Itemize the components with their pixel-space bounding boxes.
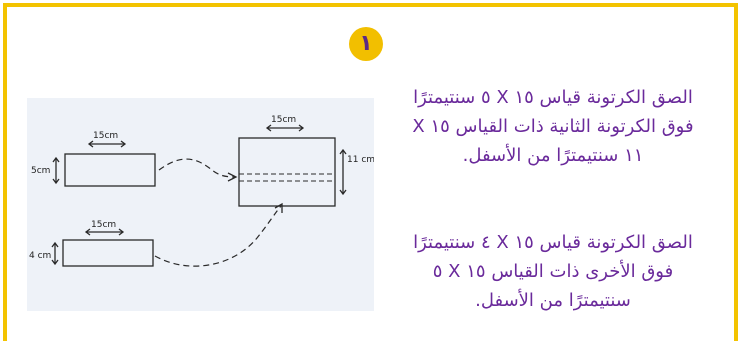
- instruction-1-line-3: ١١ سنتيمترًا من الأسفل.: [462, 145, 644, 166]
- result-rectangle: [238, 137, 336, 207]
- step-number-badge: ١: [349, 27, 383, 61]
- instruction-2-line-2: فوق الأخرى ذات القياس ١٥ X ٥: [432, 261, 674, 282]
- bottom-height-label: 4 cm: [29, 251, 51, 261]
- bottom-rectangle: [62, 239, 154, 267]
- result-width-label: 15cm: [271, 115, 296, 125]
- instruction-1-line-1: الصق الكرتونة قياس ١٥ X ٥ سنتيمترًا: [413, 87, 693, 108]
- sketch-drawing: 15cm 5cm 15cm 4 cm 15cm 11 cm: [29, 115, 374, 267]
- top-rectangle: [64, 153, 156, 187]
- instruction-2-line-3: سنتيمترًا من الأسفل.: [475, 290, 631, 311]
- bottom-width-label: 15cm: [91, 220, 116, 230]
- top-width-label: 15cm: [93, 131, 118, 141]
- top-height-label: 5cm: [31, 166, 50, 176]
- card-frame: [3, 3, 738, 341]
- sketch-photo: 15cm 5cm 15cm 4 cm 15cm 11 cm: [27, 98, 374, 311]
- result-height-label: 11 cm: [347, 155, 374, 165]
- instruction-2-line-1: الصق الكرتونة قياس ١٥ X ٤ سنتيمترًا: [413, 232, 693, 253]
- bottom-move-arrow: [154, 205, 282, 267]
- instruction-paragraph-2: الصق الكرتونة قياس ١٥ X ٤ سنتيمترًا فوق …: [383, 228, 723, 315]
- instruction-1-line-2: فوق الكرتونة الثانية ذات القياس ١٥ X: [412, 116, 694, 137]
- top-move-arrow: [158, 158, 236, 178]
- instruction-paragraph-1: الصق الكرتونة قياس ١٥ X ٥ سنتيمترًا فوق …: [383, 83, 723, 170]
